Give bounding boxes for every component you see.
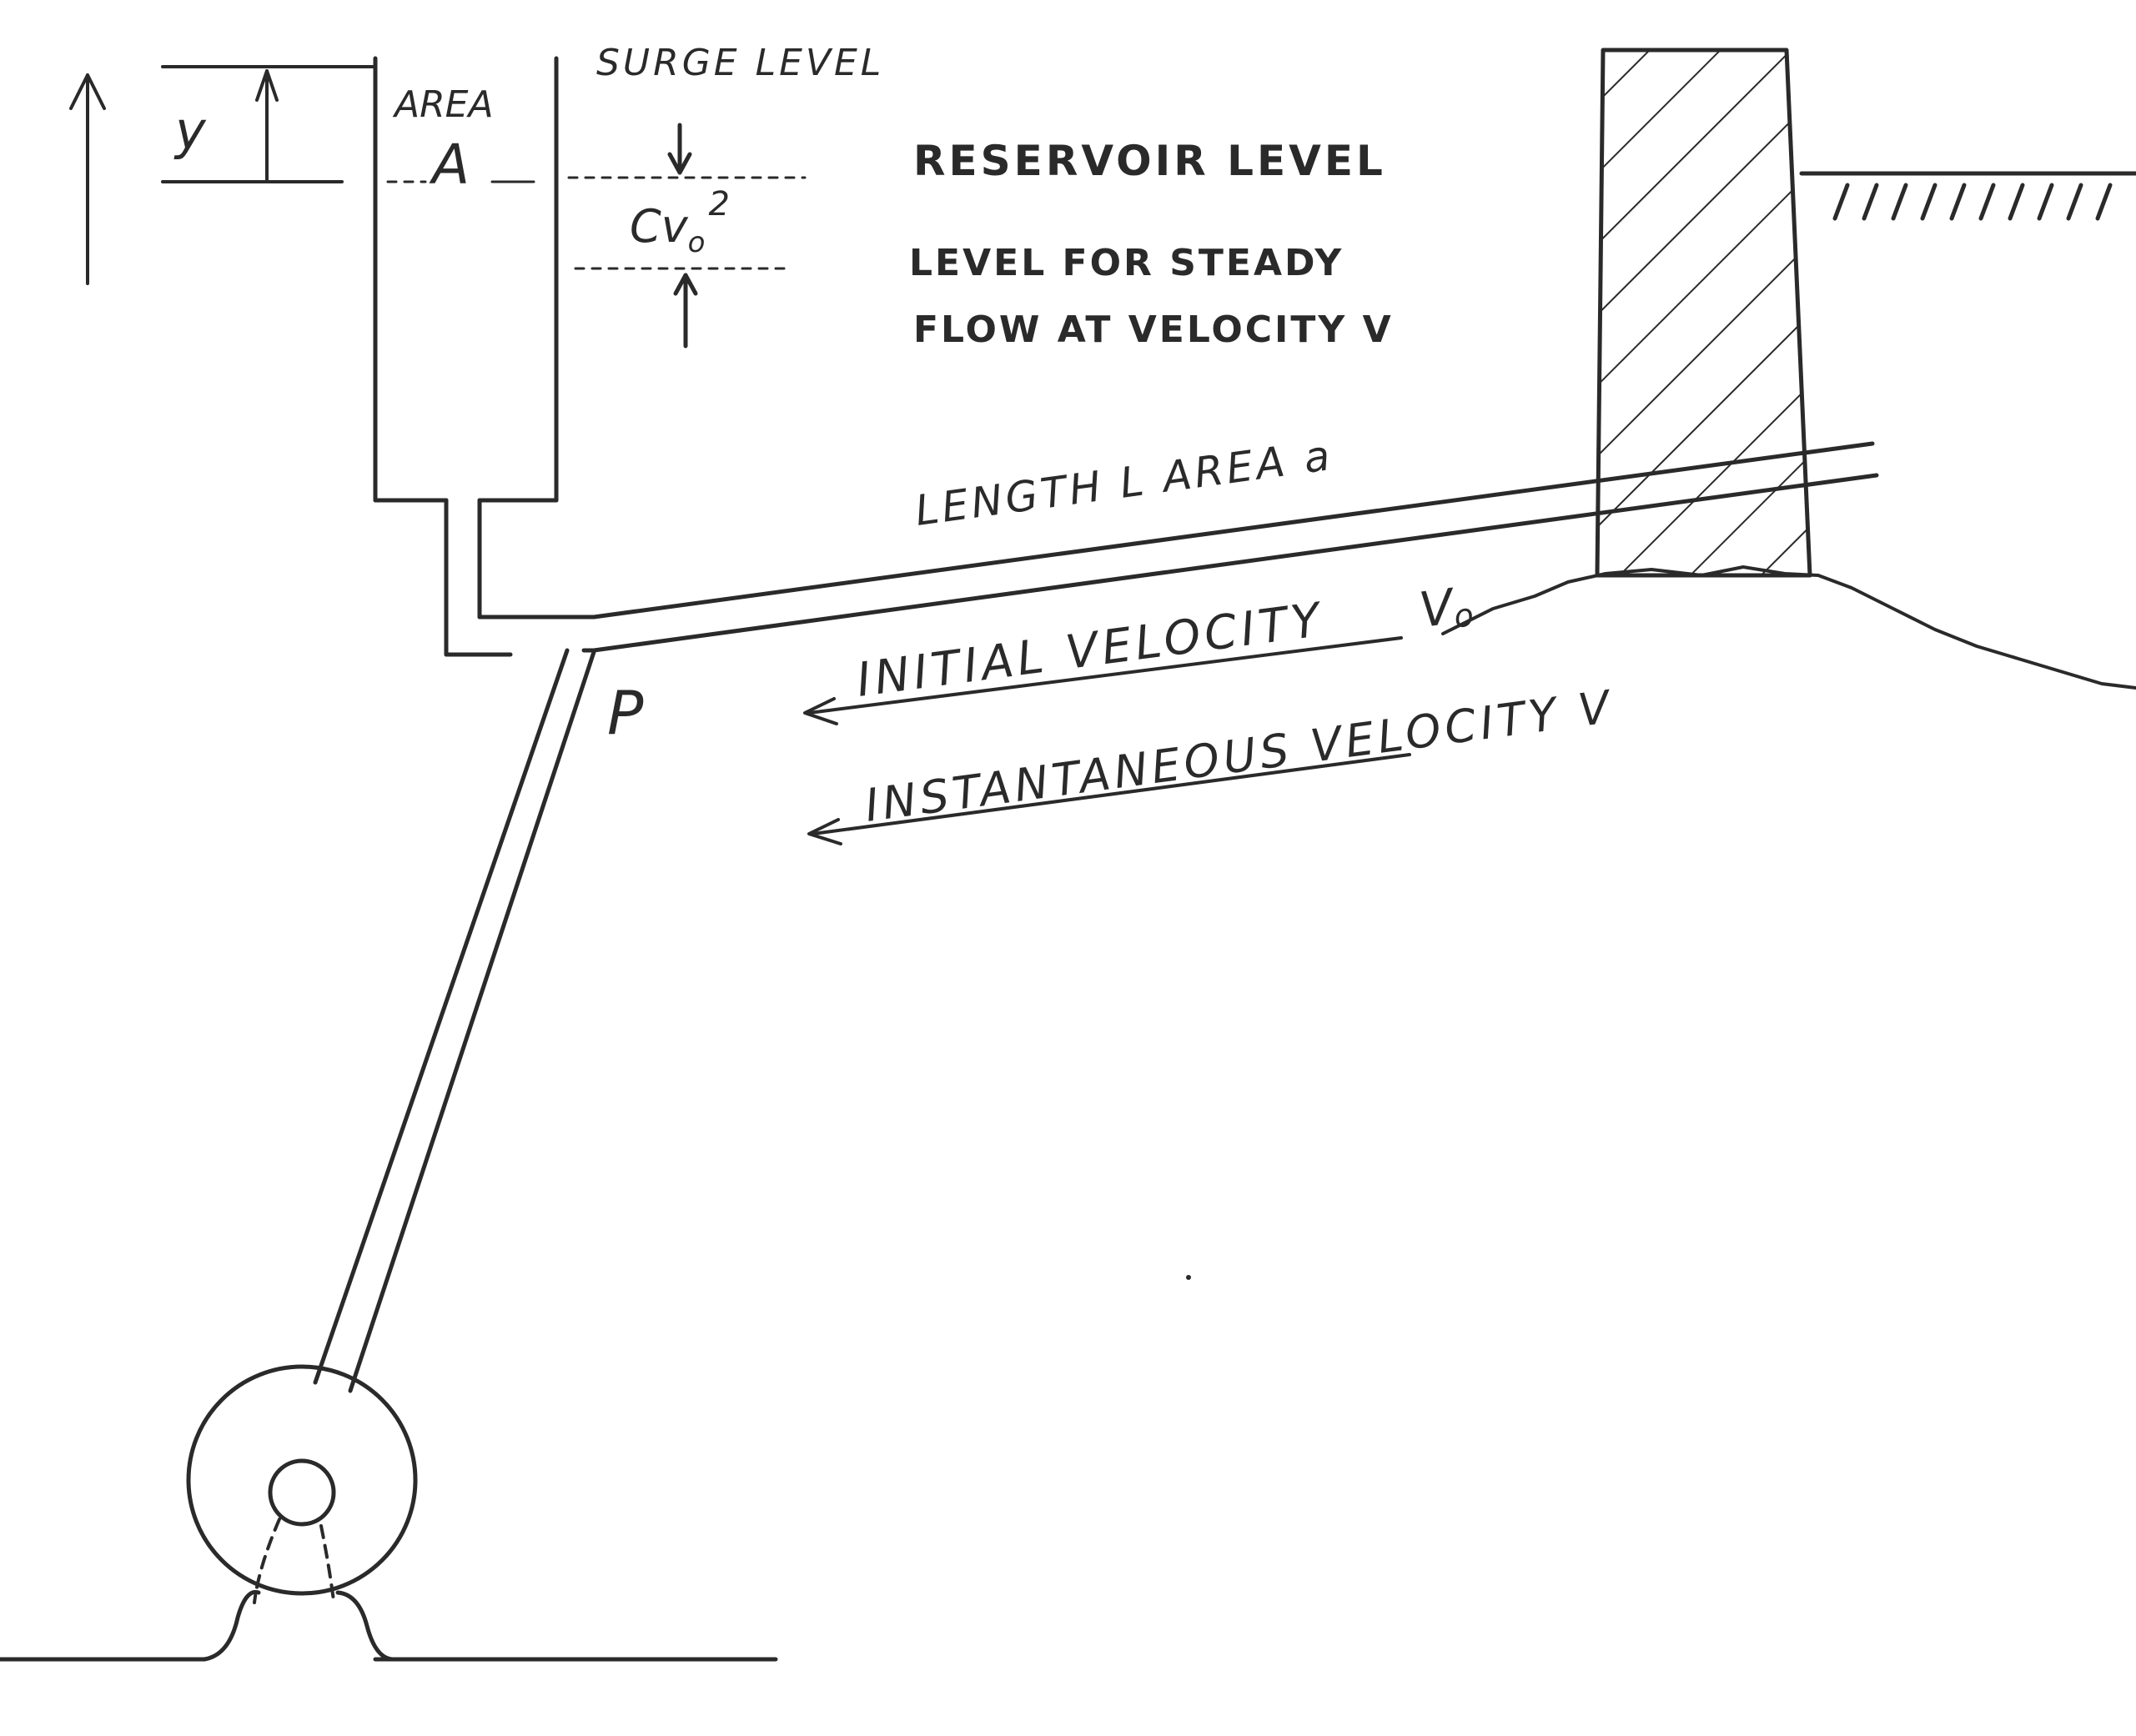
instantaneous-velocity-label: INSTANTANEOUS VELOCITY V xyxy=(862,680,1616,832)
v0-label: Vo xyxy=(1416,575,1475,640)
cv-dimension-arrows xyxy=(667,123,698,349)
ground-base xyxy=(0,1589,778,1662)
steady-flow-label-line1: LEVEL FOR STEADY xyxy=(909,242,1344,284)
reservoir-surface xyxy=(1799,171,2136,221)
tank-riser xyxy=(444,498,596,657)
initial-velocity-arrow-icon xyxy=(803,636,1403,725)
instantaneous-velocity-arrow-icon xyxy=(807,753,1411,845)
upward-arrow-icon xyxy=(69,73,106,285)
penstock xyxy=(313,648,596,1393)
level-lines xyxy=(386,176,807,270)
dam xyxy=(1595,48,1812,578)
stray-dot xyxy=(1186,1275,1191,1280)
reservoir-level-label: RESERVOIR LEVEL xyxy=(913,137,1386,185)
area-symbol: A xyxy=(429,133,470,197)
y-label: y xyxy=(173,100,207,161)
junction-label-p: P xyxy=(607,678,644,748)
tunnel-pipe xyxy=(591,441,1879,653)
surge-level-label: SURGE LEVEL xyxy=(596,42,884,84)
cv0-squared-label: Cvo2 xyxy=(630,185,730,259)
pipe-label: LENGTH L AREA a xyxy=(912,431,1336,535)
initial-velocity-label: INITIAL VELOCITY xyxy=(853,593,1327,708)
turbine xyxy=(186,1364,418,1604)
steady-flow-label-line2: FLOW AT VELOCITY V xyxy=(913,309,1394,351)
ground-profile xyxy=(1441,565,2136,690)
area-label: AREA xyxy=(392,83,494,126)
y-dimension xyxy=(161,65,377,183)
turbine-runner xyxy=(268,1458,336,1527)
surge-tank xyxy=(373,56,559,503)
turbine-casing xyxy=(186,1364,418,1596)
